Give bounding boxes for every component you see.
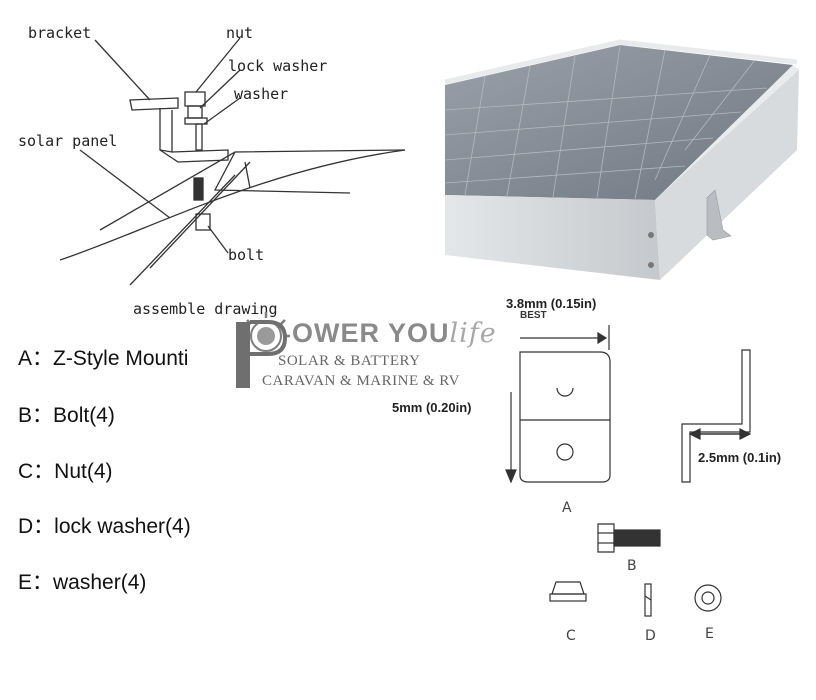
- parts-list-item-e: E：washer(4): [18, 571, 147, 594]
- part-letter-c: C: [566, 628, 576, 644]
- watermark-tag: BEST: [520, 310, 547, 321]
- part-letter-a: A: [562, 500, 572, 516]
- dim-height: 5mm (0.20in): [392, 400, 472, 415]
- parts-list-item-c: C：Nut(4): [18, 460, 113, 483]
- parts-list-item-b: B：Bolt(4): [18, 404, 115, 427]
- dim-thickness: 3.8mm (0.15in): [506, 296, 597, 311]
- assembly-lines: [59, 37, 406, 286]
- label-solar-panel: solar panel: [18, 132, 118, 150]
- solar-panel-photo: [444, 39, 815, 290]
- part-letter-e: E: [705, 626, 714, 642]
- part-letter-b: B: [627, 558, 637, 574]
- label-lock-washer: lock washer: [228, 57, 328, 75]
- parts-list-item-a: A：Z-Style Mounti: [18, 347, 189, 370]
- label-bolt: bolt: [228, 246, 265, 264]
- watermark-line-2: CARAVAN & MARINE & RV: [262, 373, 460, 389]
- parts-list-item-d: D：lock washer(4): [18, 515, 191, 538]
- solar-panel-illustration: [444, 39, 799, 280]
- watermark-line-1: SOLAR & BATTERY: [278, 353, 421, 369]
- watermark-brand-script: life: [449, 318, 497, 349]
- label-nut: nut: [226, 24, 254, 42]
- dim-offset: 2.5mm (0.1in): [698, 450, 782, 465]
- assembly-drawing: bracket nut lock washer washer solar pan…: [0, 0, 420, 320]
- watermark-brand-text: OWER YOU: [292, 318, 450, 348]
- label-washer: washer: [234, 85, 289, 103]
- watermark-brand: OWER YOUlife: [292, 318, 497, 349]
- part-letter-d: D: [645, 628, 656, 644]
- assembly-caption: assemble drawing: [133, 300, 278, 318]
- label-bracket: bracket: [28, 24, 92, 42]
